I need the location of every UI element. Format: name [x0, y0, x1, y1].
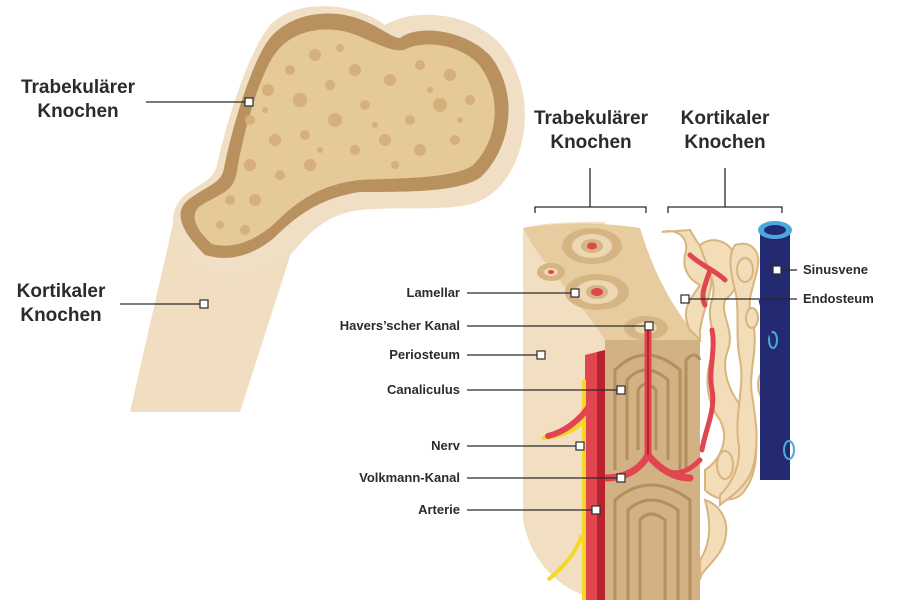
cortical-bracket: [668, 168, 782, 213]
femur-cortical-label: Kortikaler Knochen: [2, 280, 120, 328]
femur-trabecular-label-line1: Trabekulärer: [8, 76, 148, 100]
section-cortical-label: Kortikaler Knochen: [664, 107, 786, 155]
label-periosteum: Periosteum: [280, 347, 460, 363]
femur-cortical-label-line2: Knochen: [2, 304, 120, 328]
label-nerv: Nerv: [280, 438, 460, 454]
trabecular-bracket: [535, 168, 646, 213]
label-canaliculus: Canaliculus: [280, 382, 460, 398]
section-trabecular-label-line1: Trabekulärer: [522, 107, 660, 131]
section-trabecular-label-line2: Knochen: [522, 131, 660, 155]
label-sinusvene: Sinusvene: [803, 262, 898, 278]
label-lamellar: Lamellar: [280, 285, 460, 301]
section-trabecular-label: Trabekulärer Knochen: [522, 107, 660, 155]
bone-cross-section: [523, 168, 794, 600]
main-artery-shade: [597, 350, 605, 600]
sinus-vein-lumen: [764, 225, 786, 235]
label-arterie: Arterie: [280, 502, 460, 518]
label-volkmann-kanal: Volkmann-Kanal: [280, 470, 460, 486]
label-havers-kanal: Havers’scher Kanal: [280, 318, 460, 334]
section-cortical-label-line2: Knochen: [664, 131, 786, 155]
label-endosteum: Endosteum: [803, 291, 898, 307]
section-cortical-label-line1: Kortikaler: [664, 107, 786, 131]
femur-cortical-label-line1: Kortikaler: [2, 280, 120, 304]
femur-trabecular-label: Trabekulärer Knochen: [8, 76, 148, 124]
femur-trabecular-label-line2: Knochen: [8, 100, 148, 124]
